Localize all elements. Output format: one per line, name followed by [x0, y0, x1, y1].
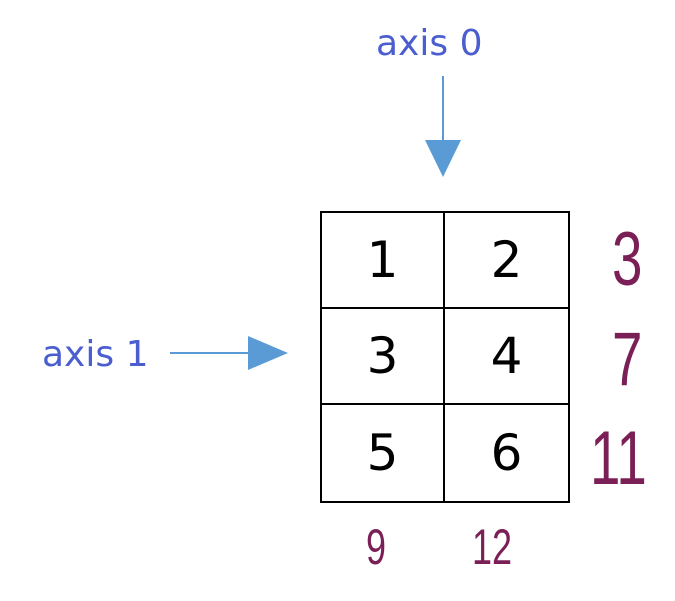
- matrix-cell: 3: [322, 309, 445, 405]
- matrix-cell: 1: [322, 213, 445, 309]
- matrix-cell: 5: [322, 405, 445, 501]
- row-sum: 11: [590, 416, 647, 501]
- axis-1-label: axis 1: [42, 334, 149, 375]
- column-sum: 12: [472, 519, 513, 575]
- row-sum: 7: [612, 317, 643, 402]
- axis-0-label: axis 0: [376, 23, 483, 64]
- matrix-grid: 1 2 3 4 5 6: [320, 211, 570, 503]
- column-sum: 9: [366, 519, 387, 575]
- axis-0-arrow-icon: [425, 76, 461, 177]
- axis-1-arrow-icon: [170, 336, 288, 370]
- row-sum: 3: [612, 217, 643, 302]
- matrix-cell: 4: [445, 309, 568, 405]
- matrix-cell: 6: [490, 424, 523, 482]
- matrix-cell: 2: [445, 213, 568, 309]
